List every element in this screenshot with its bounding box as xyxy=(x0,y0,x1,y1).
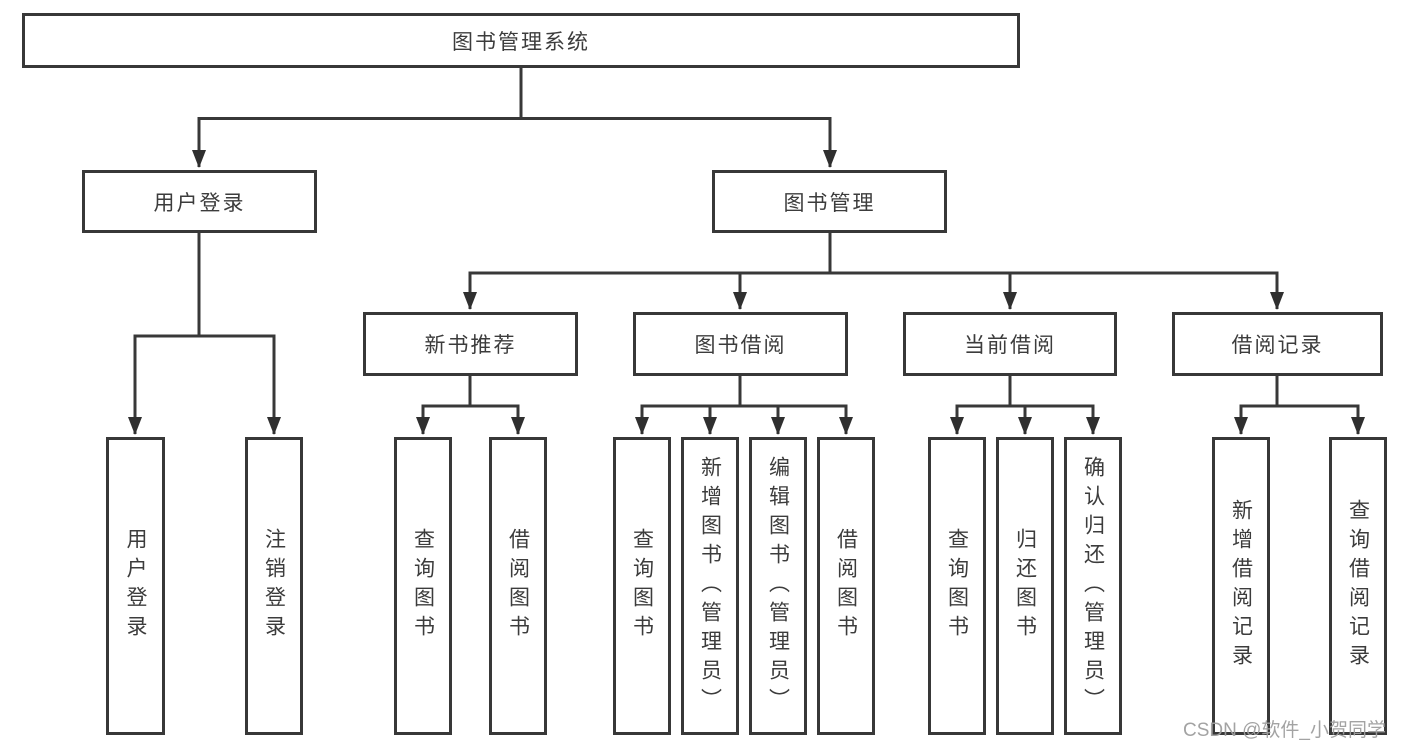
node-label: 图书借阅 xyxy=(694,334,787,357)
node-label: 确认归还（管理员） xyxy=(1081,455,1105,717)
node-label: 注销登录 xyxy=(262,528,286,644)
node-label: 编辑图书（管理员） xyxy=(766,455,790,717)
node-root-library-system: 图书管理系统 xyxy=(22,13,1020,68)
node-label: 借阅记录 xyxy=(1231,334,1324,357)
node-label: 新增图书（管理员） xyxy=(698,455,722,717)
node-new-book-recommend: 新书推荐 xyxy=(363,312,578,376)
leaf-current-return-book: 归还图书 xyxy=(996,437,1054,735)
node-book-borrow: 图书借阅 xyxy=(633,312,848,376)
node-label: 归还图书 xyxy=(1013,528,1037,644)
node-label: 用户登录 xyxy=(124,528,147,644)
leaf-newbook-query-book: 查询图书 xyxy=(394,437,452,735)
node-label: 当前借阅 xyxy=(964,334,1056,357)
node-label: 借阅图书 xyxy=(834,528,858,644)
csdn-watermark: CSDN @软件_小贺同学 xyxy=(1183,720,1386,741)
node-label: 查询图书 xyxy=(945,528,969,644)
connector-book-borrow-to-leaves xyxy=(635,376,853,435)
leaf-borrow-add-book-admin: 新增图书（管理员） xyxy=(681,437,739,735)
node-label: 新增借阅记录 xyxy=(1229,499,1253,673)
node-label: 图书管理系统 xyxy=(452,30,590,54)
leaf-records-add-borrow-record: 新增借阅记录 xyxy=(1212,437,1270,735)
connector-book-management-to-level3 xyxy=(463,233,1284,310)
leaf-user-login: 用户登录 xyxy=(106,437,165,735)
leaf-borrow-query-book: 查询图书 xyxy=(613,437,671,735)
node-borrow-records: 借阅记录 xyxy=(1172,312,1383,376)
leaf-current-confirm-return-admin: 确认归还（管理员） xyxy=(1064,437,1122,735)
leaf-borrow-borrow-book: 借阅图书 xyxy=(817,437,875,735)
connector-current-borrow-to-leaves xyxy=(950,376,1100,435)
node-label: 借阅图书 xyxy=(506,528,530,644)
node-book-management: 图书管理 xyxy=(712,170,947,233)
node-label: 查询借阅记录 xyxy=(1346,499,1370,673)
node-label: 查询图书 xyxy=(411,528,435,644)
connector-borrow-records-to-leaves xyxy=(1234,376,1365,435)
leaf-records-query-borrow-record: 查询借阅记录 xyxy=(1329,437,1387,735)
leaf-borrow-edit-book-admin: 编辑图书（管理员） xyxy=(749,437,807,735)
node-label: 图书管理 xyxy=(783,191,876,215)
leaf-current-query-book: 查询图书 xyxy=(928,437,986,735)
connector-user-login-to-leaves xyxy=(128,233,281,435)
connector-new-book-recommend-to-leaves xyxy=(416,376,525,435)
leaf-logout: 注销登录 xyxy=(245,437,303,735)
connector-root-to-level2 xyxy=(192,68,837,168)
node-label: 用户登录 xyxy=(153,191,246,215)
node-user-login: 用户登录 xyxy=(82,170,317,233)
node-label: 新书推荐 xyxy=(424,334,517,357)
node-label: 查询图书 xyxy=(630,528,654,644)
leaf-newbook-borrow-book: 借阅图书 xyxy=(489,437,547,735)
node-current-borrow: 当前借阅 xyxy=(903,312,1117,376)
